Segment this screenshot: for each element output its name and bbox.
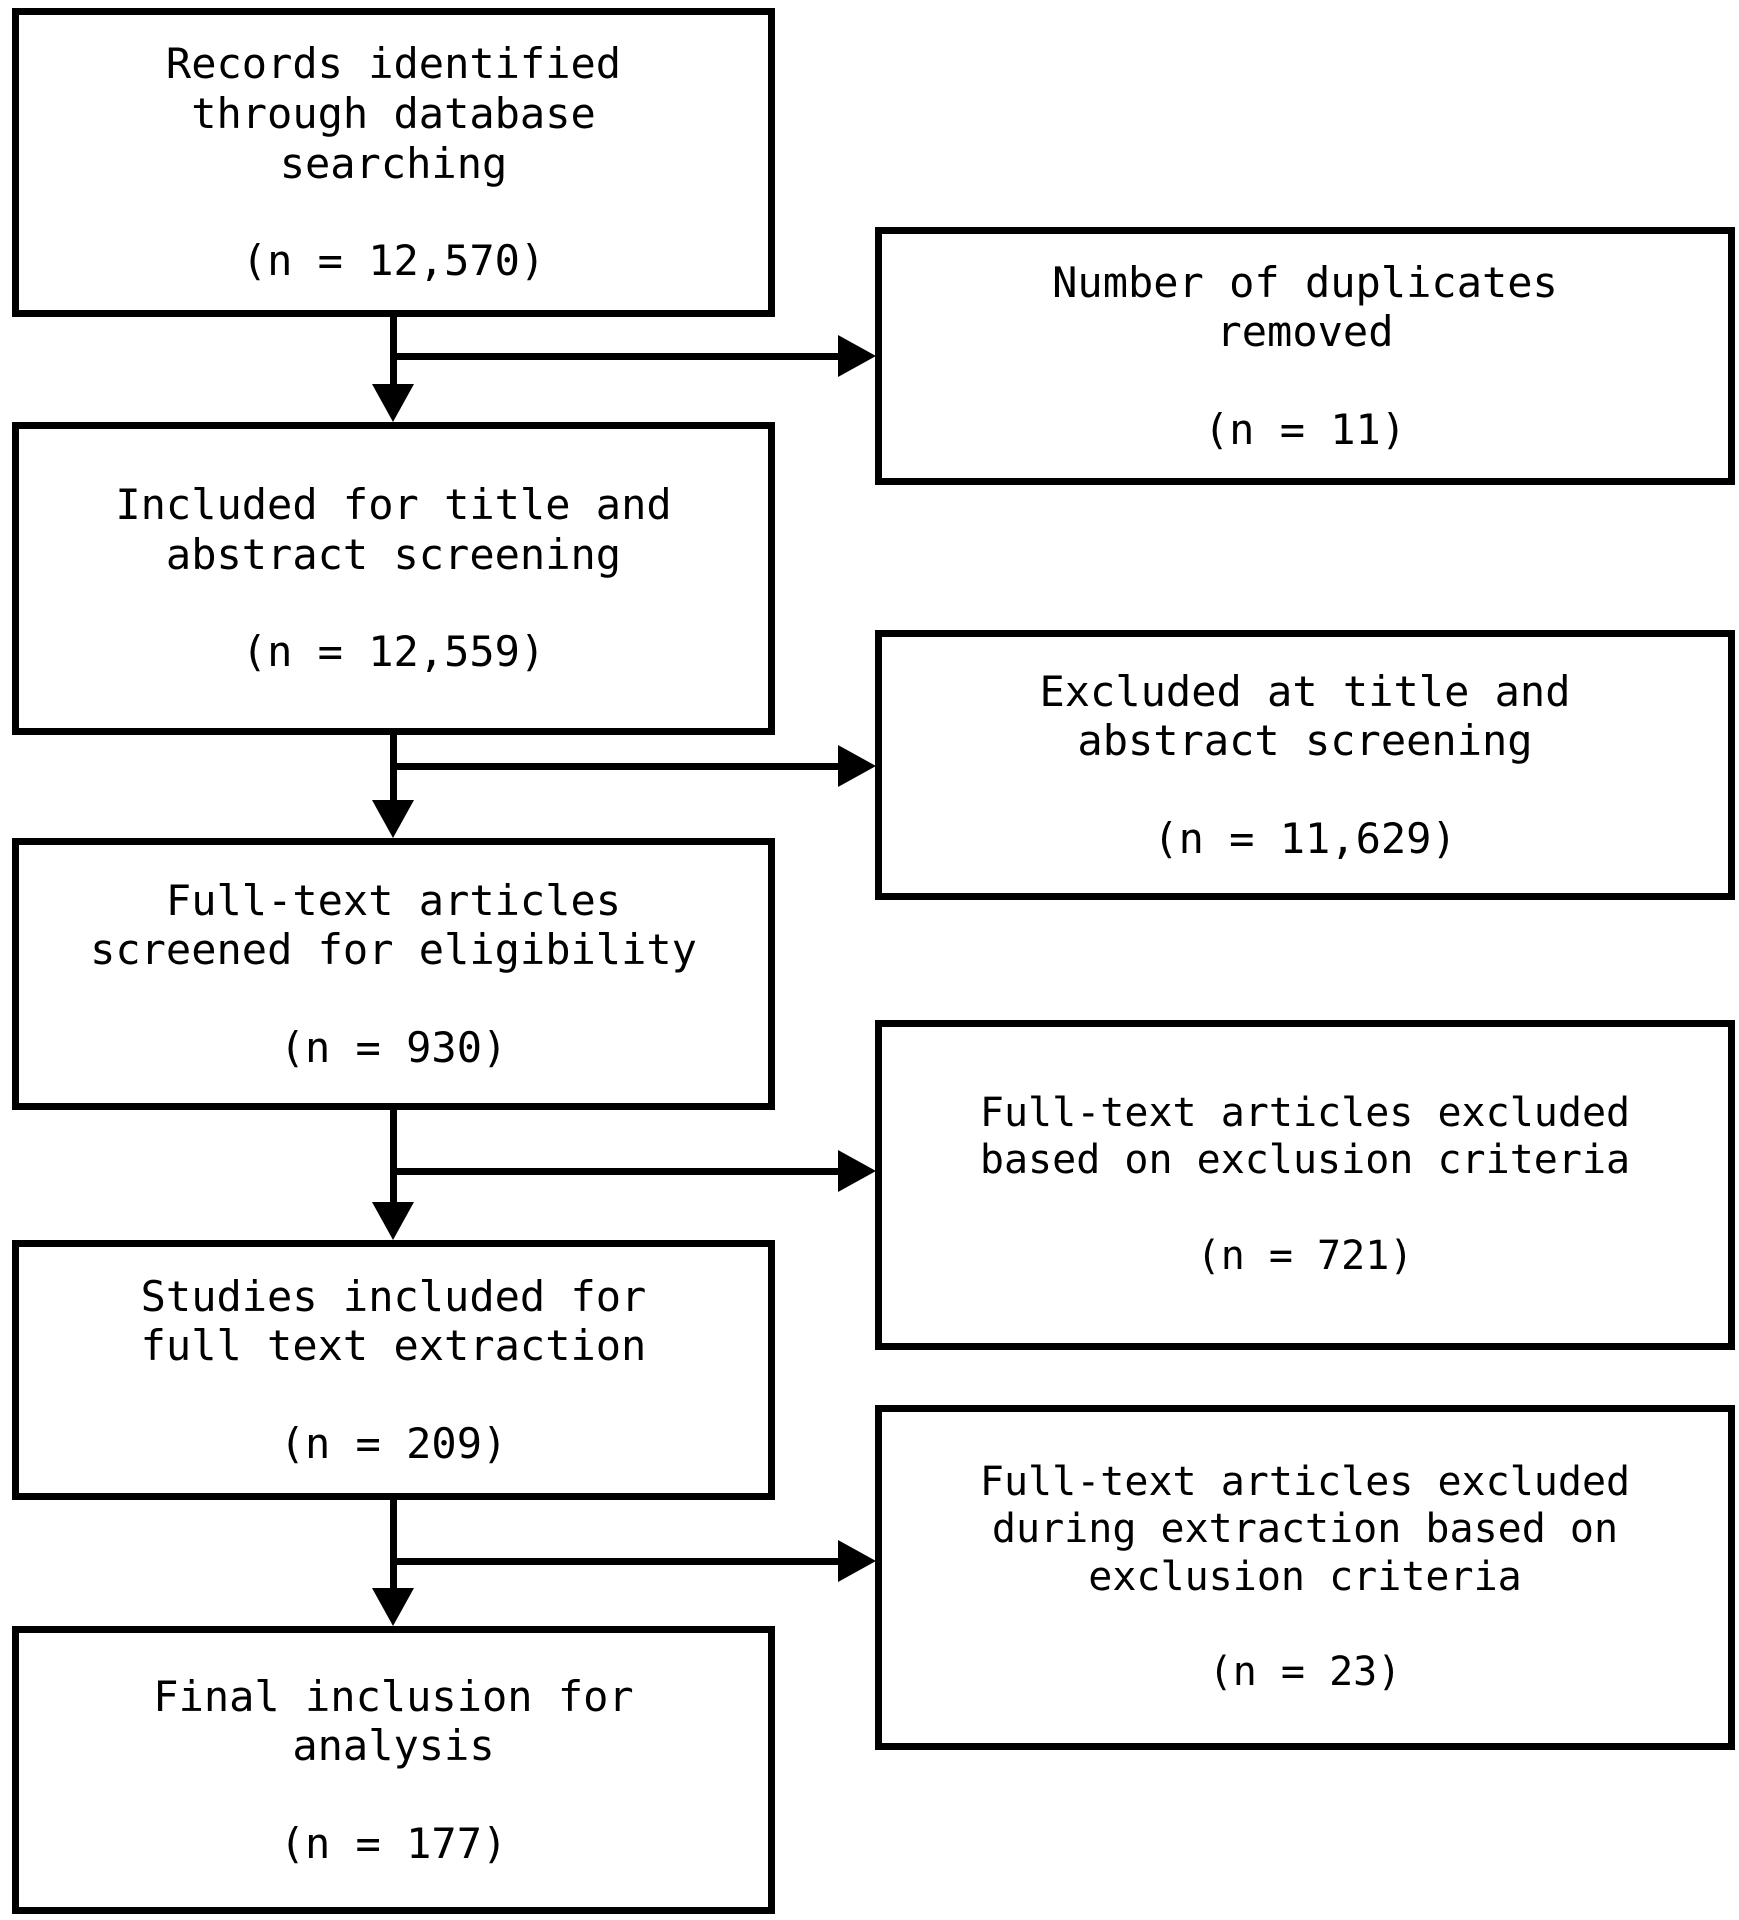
- node-title: Records identified through database sear…: [165, 39, 622, 188]
- node-final-inclusion: Final inclusion for analysis (n = 177): [12, 1626, 775, 1914]
- connector-line-fulltext-to-studies: [390, 1110, 397, 1202]
- node-fulltext-excluded-extraction: Full-text articles excluded during extra…: [875, 1405, 1735, 1750]
- node-count: (n = 11,629): [1153, 813, 1457, 863]
- node-excluded-title-abstract: Excluded at title and abstract screening…: [875, 630, 1735, 900]
- arrowhead-included-to-excluded: [838, 745, 876, 787]
- arrowhead-fulltext-to-studies: [372, 1202, 414, 1240]
- node-count: (n = 23): [1208, 1648, 1402, 1695]
- node-count: (n = 930): [279, 1022, 508, 1072]
- node-included-title-abstract: Included for title and abstract screenin…: [12, 422, 775, 735]
- node-title: Studies included for full text extractio…: [140, 1271, 647, 1371]
- node-count: (n = 12,570): [241, 236, 546, 286]
- connector-line-records-to-duplicates: [390, 353, 838, 360]
- node-count: (n = 11): [1203, 404, 1407, 454]
- node-title: Included for title and abstract screenin…: [115, 480, 672, 579]
- node-fulltext-screened: Full-text articles screened for eligibil…: [12, 838, 775, 1110]
- connector-line-fulltext-to-excluded-criteria: [390, 1168, 838, 1175]
- node-title: Final inclusion for analysis: [153, 1671, 634, 1771]
- node-records-identified: Records identified through database sear…: [12, 8, 775, 317]
- arrowhead-fulltext-to-excluded-criteria: [838, 1150, 876, 1192]
- node-studies-included-extraction: Studies included for full text extractio…: [12, 1240, 775, 1500]
- arrowhead-records-to-included: [372, 384, 414, 422]
- connector-line-studies-to-excluded-extraction: [390, 1558, 838, 1565]
- arrowhead-studies-to-excluded-extraction: [838, 1540, 876, 1582]
- node-fulltext-excluded-criteria: Full-text articles excluded based on exc…: [875, 1020, 1735, 1350]
- connector-line-included-to-excluded: [390, 763, 838, 770]
- connector-line-studies-to-final: [390, 1500, 397, 1588]
- node-duplicates-removed: Number of duplicates removed (n = 11): [875, 227, 1735, 485]
- node-title: Number of duplicates removed: [1052, 257, 1558, 357]
- arrowhead-included-to-fulltext: [372, 800, 414, 838]
- arrowhead-records-to-duplicates: [838, 335, 876, 377]
- node-count: (n = 721): [1196, 1232, 1414, 1279]
- node-title: Full-text articles excluded based on exc…: [979, 1090, 1631, 1184]
- connector-line-records-to-included: [390, 317, 397, 384]
- arrowhead-studies-to-final: [372, 1588, 414, 1626]
- node-count: (n = 209): [279, 1418, 508, 1468]
- node-title: Full-text articles screened for eligibil…: [90, 875, 697, 975]
- node-count: (n = 12,559): [241, 627, 546, 677]
- node-title: Full-text articles excluded during extra…: [979, 1459, 1631, 1600]
- node-title: Excluded at title and abstract screening: [1039, 666, 1571, 766]
- node-count: (n = 177): [279, 1818, 508, 1868]
